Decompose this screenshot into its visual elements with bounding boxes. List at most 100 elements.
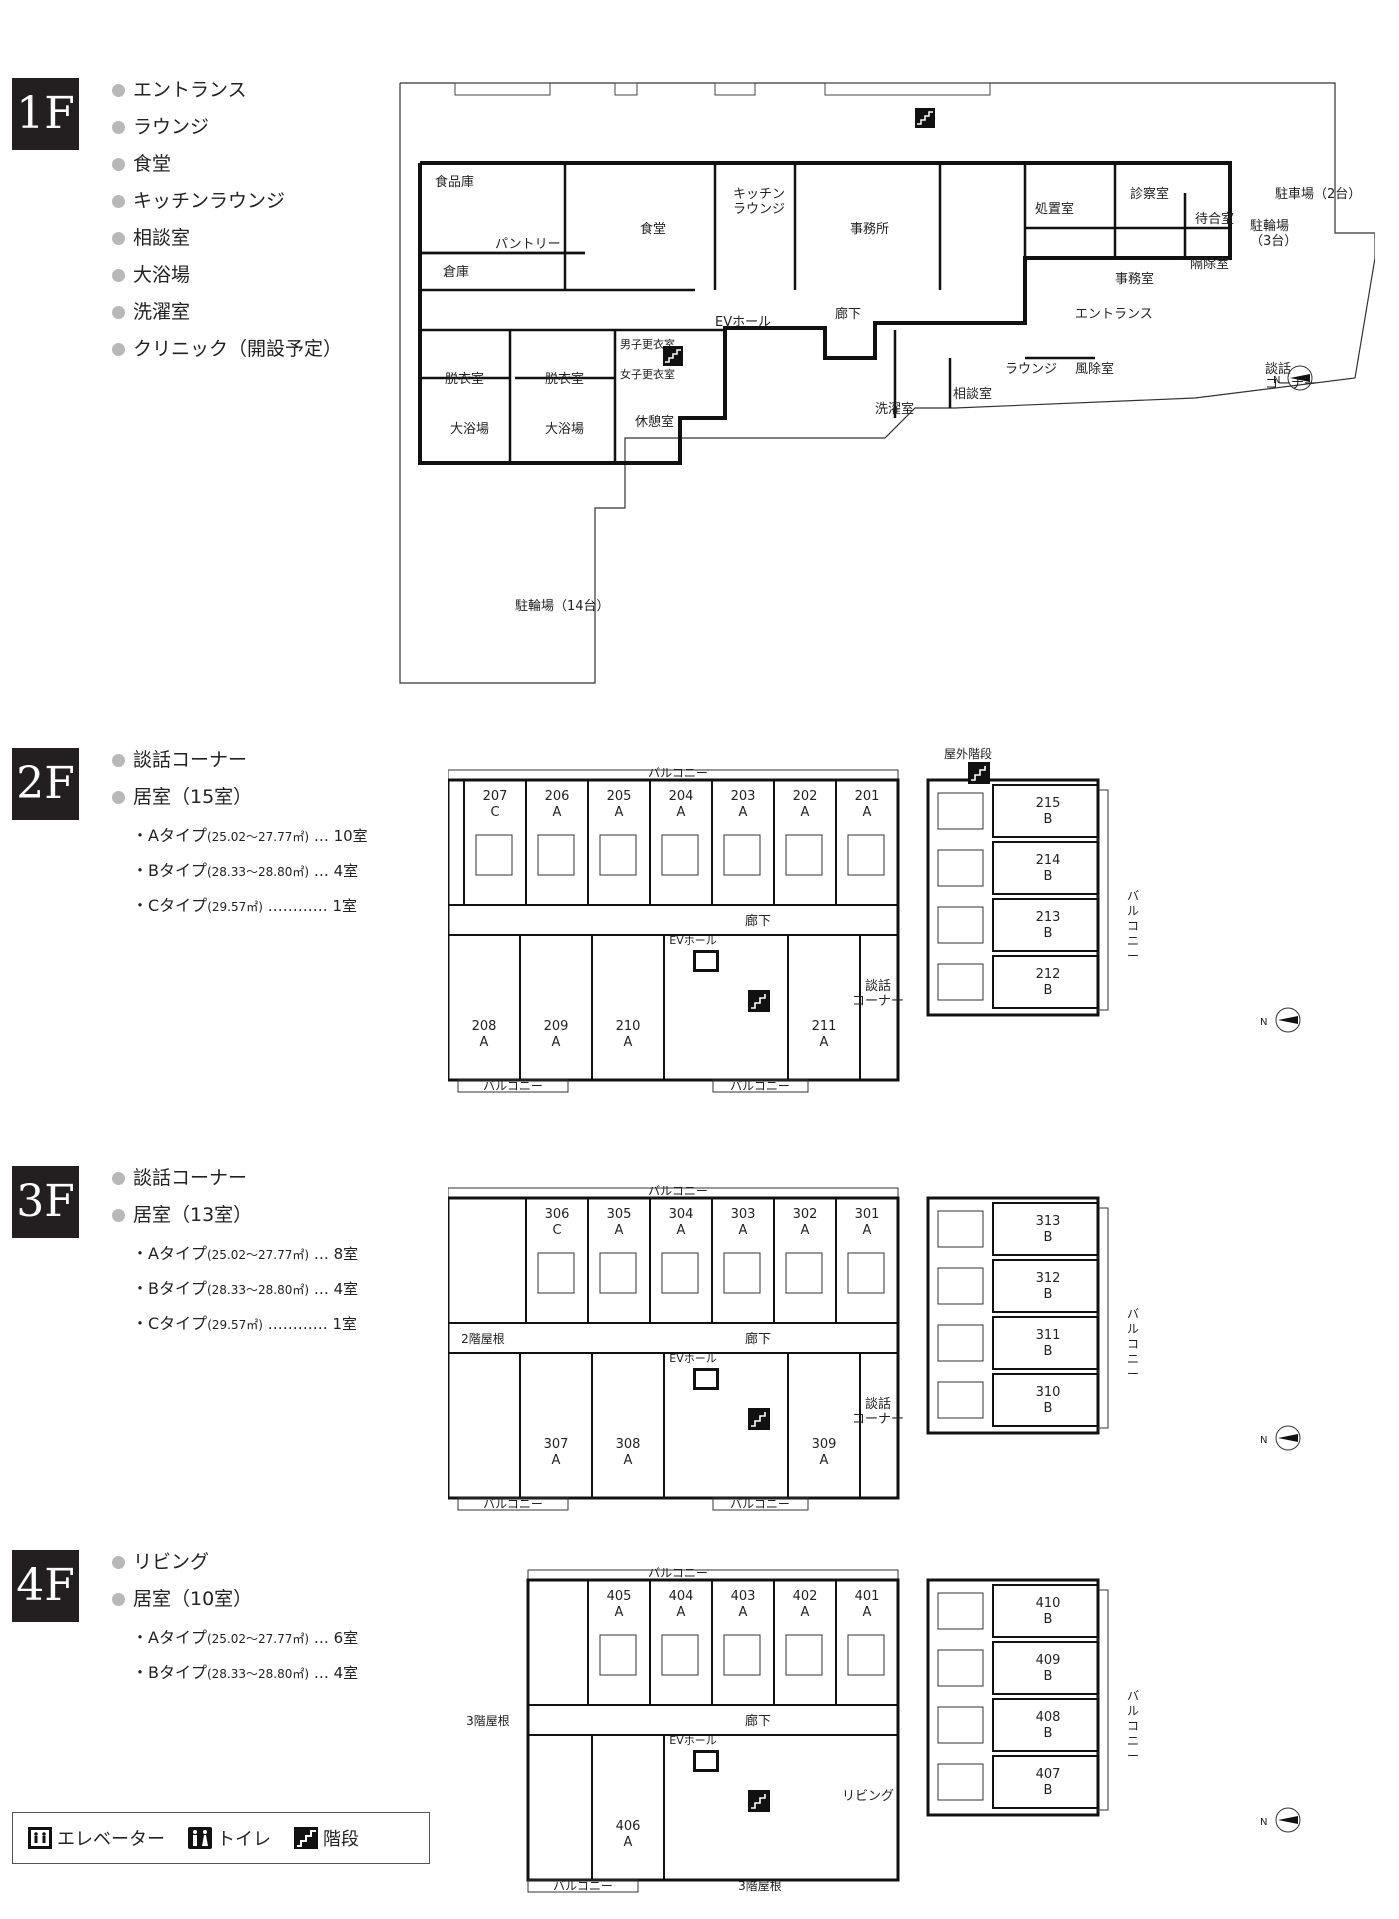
room-type: B	[1044, 1612, 1053, 1627]
feature-item: ラウンジ	[112, 109, 342, 146]
roof-label: 2階屋根	[461, 1331, 505, 1346]
room-type-row: ・Cタイプ(29.57㎡) ………… 1室	[132, 1314, 357, 1333]
room-label: 診察室	[1130, 186, 1169, 202]
balcony-bottom	[457, 1497, 569, 1511]
room-label: キッチンラウンジ	[733, 187, 785, 217]
unit-bath	[723, 1634, 761, 1676]
guest-room	[992, 1202, 1099, 1256]
room-type-row: ・Cタイプ(29.57㎡) ………… 1室	[132, 896, 357, 915]
room-type: A	[552, 1035, 561, 1050]
building-wing	[926, 1196, 1100, 1435]
room-label: 男子更衣室	[620, 337, 675, 351]
room-number: 410	[1036, 1596, 1061, 1611]
corridor-label: 廊下	[745, 913, 771, 929]
room-type: B	[1044, 983, 1053, 998]
room-number: 302	[793, 1207, 818, 1222]
feature-item: 大浴場	[112, 257, 342, 294]
elevator-icon	[693, 950, 719, 972]
room-type: B	[1044, 1669, 1053, 1684]
unit-bath	[847, 1634, 885, 1676]
room-label: 洗濯室	[875, 401, 914, 417]
compass-label: N	[1260, 1817, 1267, 1828]
guest-room	[992, 1584, 1099, 1638]
unit-bath	[537, 1252, 575, 1294]
room-label: 隔除室	[1190, 256, 1229, 272]
lounge-label: 談話コーナー	[852, 1396, 904, 1427]
room-number: 212	[1036, 967, 1061, 982]
feature-list-4f: リビング 居室（10室）	[112, 1544, 252, 1618]
feature-list-3f: 談話コーナー 居室（13室）	[112, 1160, 252, 1234]
balcony-label: バルコニー	[1127, 889, 1139, 963]
guest-room	[992, 955, 1099, 1009]
room-type: A	[863, 1605, 872, 1620]
unit-bath	[661, 1634, 699, 1676]
guest-room	[992, 1755, 1099, 1809]
room-type: B	[1044, 869, 1053, 884]
balcony-label: バルコニー	[648, 1566, 708, 1580]
elevator-icon	[693, 1750, 719, 1772]
room-label: 待合室	[1195, 211, 1234, 227]
room-label: 大浴場	[545, 422, 584, 437]
stairs-icon	[663, 346, 683, 366]
room-type: A	[480, 1035, 489, 1050]
guest-room	[992, 1316, 1099, 1370]
balcony-label: バルコニー	[483, 1497, 543, 1511]
room-number: 313	[1036, 1214, 1061, 1229]
room-type-row: ・Bタイプ(28.33〜28.80㎡) … 4室	[132, 861, 359, 880]
room-number: 213	[1036, 910, 1061, 925]
ev-hall-label: EVホール	[669, 934, 716, 947]
guest-room	[591, 1352, 665, 1499]
room-type: C	[552, 1223, 561, 1238]
room-type-list-3f: ・Aタイプ(25.02〜27.77㎡) … 8室 ・Bタイプ(28.33〜28.…	[132, 1236, 358, 1341]
room-label: パントリー	[495, 237, 561, 252]
room-type: A	[739, 1223, 748, 1238]
feature-item: クリニック（開設予定）	[112, 331, 342, 368]
roof-label: 3階屋根	[738, 1878, 782, 1893]
room-number: 209	[544, 1019, 569, 1034]
room-label: 脱衣室	[445, 371, 484, 387]
room-label: エントランス	[1075, 307, 1153, 322]
stairs-icon	[915, 108, 935, 128]
floor-plan-1f: 食品庫 パントリー 食堂 キッチンラウンジ 事務所 処置室 診察室 待合室 事務…	[395, 78, 1375, 698]
guest-room	[787, 1352, 861, 1499]
room-label: 風除室	[1075, 361, 1114, 377]
compass-icon: N	[1260, 1425, 1301, 1451]
room-number: 409	[1036, 1653, 1061, 1668]
room-label: EVホール	[715, 315, 771, 330]
guest-room	[835, 1579, 899, 1706]
building-wing	[926, 778, 1100, 1017]
room-number: 205	[607, 789, 632, 804]
elevator-icon	[28, 1827, 52, 1849]
room-number: 306	[545, 1207, 570, 1222]
unit-bath	[937, 1592, 984, 1630]
room-label: ラウンジ	[1005, 362, 1057, 377]
guest-room	[992, 841, 1099, 895]
room-type: A	[615, 1223, 624, 1238]
room-number: 407	[1036, 1767, 1061, 1782]
room-type: B	[1044, 1344, 1053, 1359]
unit-bath	[937, 1763, 984, 1801]
room-type: A	[624, 1453, 633, 1468]
balcony-label: バルコニー	[730, 1497, 790, 1511]
room-number: 309	[812, 1437, 837, 1452]
feature-item: 居室（13室）	[112, 1197, 252, 1234]
legend-stairs: 階段	[293, 1825, 359, 1851]
guest-room	[448, 934, 521, 1081]
balcony-bottom	[712, 1497, 809, 1511]
unit-bath	[661, 1252, 699, 1294]
room-number: 406	[616, 1819, 641, 1834]
room-label: 脱衣室	[545, 371, 584, 387]
room-number: 214	[1036, 853, 1061, 868]
unit-bath	[599, 1634, 637, 1676]
room-type-list-4f: ・Aタイプ(25.02〜27.77㎡) … 6室 ・Bタイプ(28.33〜28.…	[132, 1620, 358, 1690]
room-number: 310	[1036, 1385, 1061, 1400]
room-number: 312	[1036, 1271, 1061, 1286]
feature-item: リビング	[112, 1544, 252, 1581]
room-label: 食品庫	[435, 174, 474, 190]
room-label: 食堂	[640, 221, 666, 237]
guest-room	[992, 1259, 1099, 1313]
room-type: B	[1044, 1401, 1053, 1416]
compass-icon: N	[1273, 365, 1313, 391]
